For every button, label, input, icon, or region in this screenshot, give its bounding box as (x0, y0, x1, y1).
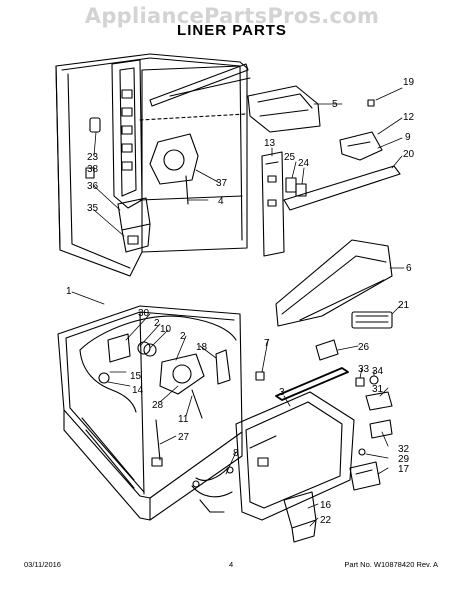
callout-11: 11 (178, 414, 189, 425)
footer-date: 03/11/2016 (24, 560, 61, 569)
callout-26: 26 (358, 342, 370, 353)
callout-22: 22 (320, 515, 332, 526)
parts-12-9 (339, 99, 383, 161)
callout-30: 30 (138, 308, 150, 319)
shelf-20 (283, 165, 401, 211)
callout-19: 19 (403, 77, 415, 88)
door-panel-16 (235, 367, 355, 521)
callout-14: 14 (132, 385, 144, 396)
callout-27: 27 (178, 432, 190, 443)
callout-36: 36 (87, 181, 99, 192)
callout-29: 29 (398, 454, 410, 465)
callout-37: 37 (216, 178, 228, 189)
callout-5: 5 (332, 99, 338, 110)
callout-35: 35 (87, 203, 99, 214)
callout-12: 12 (403, 112, 415, 123)
fan-housing (149, 133, 199, 205)
callout-38: 38 (87, 164, 99, 175)
part-21 (351, 311, 393, 329)
callout-2b: 2 (180, 331, 186, 342)
callout-6: 6 (406, 263, 412, 274)
callout-8: 8 (233, 448, 239, 459)
callout-7: 7 (264, 338, 270, 349)
callout-9: 9 (405, 132, 411, 143)
callout-2a: 2 (154, 318, 160, 329)
cover-22 (283, 491, 317, 543)
callout-21: 21 (398, 300, 410, 311)
callout-labels: 19 5 12 9 20 13 25 24 37 23 38 36 4 35 6… (66, 77, 415, 526)
air-tower (111, 59, 143, 209)
callout-25: 25 (284, 152, 296, 163)
callout-1: 1 (66, 286, 72, 297)
callout-23: 23 (87, 152, 99, 163)
callout-20: 20 (403, 149, 415, 160)
callout-33: 33 (358, 364, 370, 375)
part-26 (315, 339, 339, 361)
housing-5 (247, 85, 321, 133)
callout-24: 24 (298, 158, 310, 169)
leader-lines (71, 87, 405, 527)
part-7 (255, 371, 265, 381)
upper-liner (55, 53, 248, 277)
callout-17: 17 (398, 464, 410, 475)
drawer-6 (275, 239, 393, 327)
lower-liner (57, 305, 243, 521)
page-title: LINER PARTS (177, 22, 287, 39)
callout-13: 13 (264, 138, 276, 149)
part-27 (151, 389, 203, 467)
footer-part-number: Part No. W10878420 Rev. A (344, 560, 438, 569)
top-rail (149, 63, 251, 107)
callout-31: 31 (372, 384, 384, 395)
control-panel-13 (261, 151, 307, 257)
damper-assembly (117, 197, 151, 253)
callout-16: 16 (320, 500, 332, 511)
callout-10: 10 (160, 324, 172, 335)
callout-28: 28 (152, 400, 164, 411)
callout-15: 15 (130, 371, 142, 382)
callout-34: 34 (372, 366, 384, 377)
right-small-parts (349, 375, 393, 491)
callout-32: 32 (398, 444, 410, 455)
watermark: AppliancePartsPros.com (84, 4, 380, 28)
freezer-wiring (79, 315, 237, 413)
footer-page-number: 4 (229, 560, 234, 569)
callout-3: 3 (279, 387, 285, 398)
callout-4: 4 (218, 196, 224, 207)
wire-harness-8 (191, 466, 234, 513)
callout-18: 18 (196, 342, 208, 353)
